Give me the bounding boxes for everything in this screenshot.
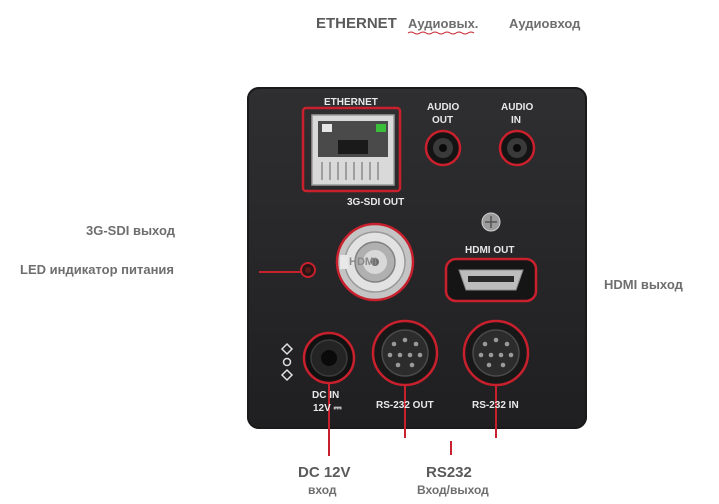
panel-audio-in-line2: IN (511, 115, 521, 126)
power-led-icon (300, 262, 316, 278)
callout-lines (259, 271, 497, 456)
panel-ethernet-text: ETHERNET (324, 97, 378, 108)
led-indicator-label: LED индикатор питания (20, 262, 174, 277)
panel-rs232-in-text: RS-232 IN (472, 400, 519, 411)
dc-in-jack[interactable] (302, 331, 356, 385)
dc-input-sublabel: вход (308, 483, 337, 497)
rs232-label: RS232 (426, 464, 472, 481)
spellcheck-underline (407, 31, 475, 35)
panel-audio-out-line1: AUDIO (427, 102, 460, 113)
audio-out-jack[interactable] (424, 129, 462, 167)
dc-12v-label: DC 12V (298, 464, 351, 481)
panel-dc-in-line1: DC IN (312, 390, 340, 401)
screw-icon (481, 212, 501, 232)
panel-rs232-out-text: RS-232 OUT (376, 400, 434, 411)
hdmi-output-label: HDMI выход (604, 277, 683, 292)
panel-dc-in-line2: 12V ⎓ (313, 403, 342, 414)
sdi-bnc-connector[interactable] (335, 222, 415, 302)
audio-in-label: Аудиовход (509, 16, 581, 31)
rs232-io-sublabel: Вход/выход (417, 483, 489, 497)
rs232-out-connector[interactable] (371, 319, 439, 387)
panel-hdmi-logo-text: HDMI (349, 256, 378, 268)
panel-audio-in-line1: AUDIO (501, 102, 534, 113)
panel-hdmi-out-text: HDMI OUT (465, 245, 515, 256)
audio-out-label: Аудиовых. (408, 16, 479, 31)
audio-in-jack[interactable] (498, 129, 536, 167)
rs232-in-connector[interactable] (462, 319, 530, 387)
panel-sdi-out-text: 3G-SDI OUT (347, 197, 405, 208)
hdmi-port[interactable] (444, 257, 538, 303)
sdi-output-label: 3G-SDI выход (86, 223, 175, 238)
dc-polarity-icon (280, 342, 294, 382)
panel-audio-out-line2: OUT (432, 115, 454, 126)
ethernet-port[interactable] (301, 106, 402, 193)
ethernet-label: ETHERNET (316, 15, 397, 32)
